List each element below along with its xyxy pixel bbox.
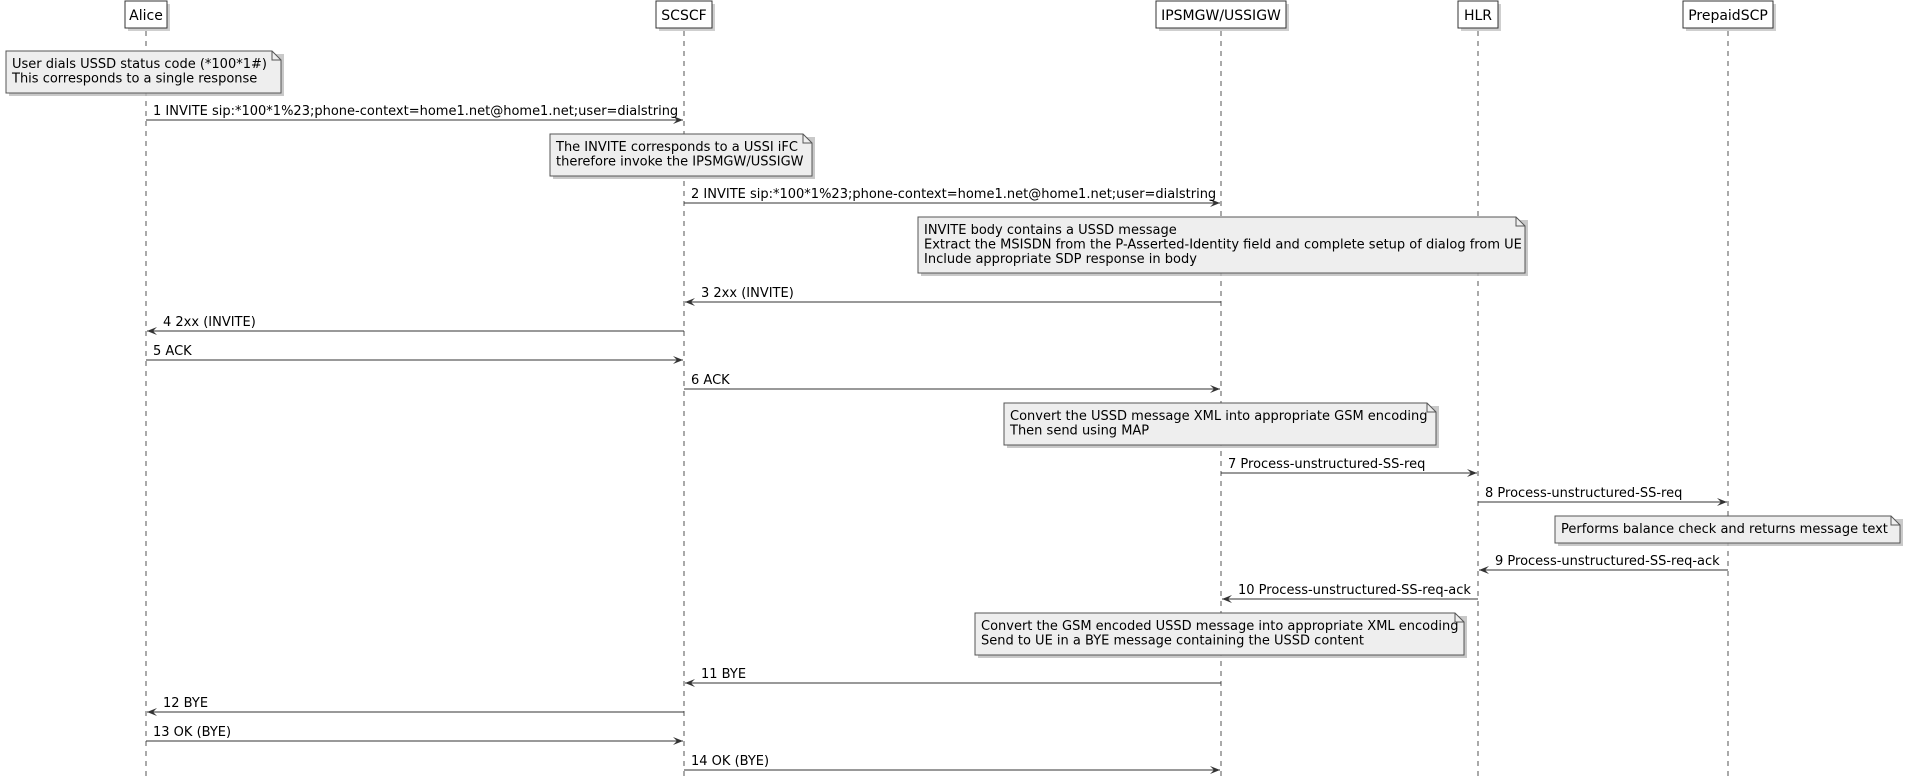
note-fold [271,51,281,61]
message: 1 INVITE sip:*100*1%23;phone-context=hom… [146,104,683,124]
arrowhead [673,737,683,745]
message: 7 Process-unstructured-SS-req [1221,457,1477,477]
note-line: Then send using MAP [1009,424,1149,439]
arrowhead [673,116,683,124]
message: 4 2xx (INVITE) [147,315,684,335]
participant-box [124,0,168,29]
message-label: 13 OK (BYE) [153,725,231,740]
participant-label: SCSCF [661,8,706,24]
message-label: 3 2xx (INVITE) [701,286,794,301]
message: 13 OK (BYE) [146,725,683,745]
note: The INVITE corresponds to a USSI iFCther… [549,133,815,179]
note-line: Performs balance check and returns messa… [1561,522,1888,537]
message: 14 OK (BYE) [684,754,1220,774]
arrowhead [1479,566,1489,574]
note-fold [1426,403,1436,413]
participant-label: IPSMGW/USSIGW [1161,8,1281,24]
arrowhead [685,298,695,306]
note-line: INVITE body contains a USSD message [924,223,1177,238]
note-body [1554,515,1901,544]
message: 8 Process-unstructured-SS-req [1478,486,1727,506]
note-line: User dials USSD status code (*100*1#) [12,57,267,72]
participant-label: PrepaidSCP [1688,8,1768,24]
arrowhead [1467,469,1477,477]
note: User dials USSD status code (*100*1#)Thi… [5,50,284,96]
note: Convert the GSM encoded USSD message int… [974,612,1467,658]
note-line: Extract the MSISDN from the P-Asserted-I… [924,238,1522,253]
message: 12 BYE [147,696,684,716]
participant-label: Alice [129,8,163,24]
message-label: 4 2xx (INVITE) [163,315,256,330]
note-line: Convert the GSM encoded USSD message int… [981,619,1458,634]
arrowhead [1717,498,1727,506]
participant-hlr: HLR [1457,0,1501,31]
note-fold [1890,516,1900,526]
message-label: 5 ACK [153,344,192,359]
note: Convert the USSD message XML into approp… [1003,402,1439,448]
message: 3 2xx (INVITE) [685,286,1221,306]
message-label: 8 Process-unstructured-SS-req [1485,486,1682,501]
message-label: 12 BYE [163,696,208,711]
note-body [1003,402,1437,446]
note-body [5,50,282,94]
message-label: 10 Process-unstructured-SS-req-ack [1238,583,1471,598]
note-line: Convert the USSD message XML into approp… [1010,409,1428,424]
participant-prepaid: PrepaidSCP [1682,0,1776,31]
message-label: 6 ACK [691,373,730,388]
note: INVITE body contains a USSD messageExtra… [917,216,1528,276]
note: Performs balance check and returns messa… [1554,515,1903,546]
note-line: therefore invoke the IPSMGW/USSIGW [556,155,804,170]
note-line: This corresponds to a single response [11,72,257,87]
arrowhead [147,327,157,335]
participant-scscf: SCSCF [655,0,715,31]
participant-label: HLR [1464,8,1492,24]
message-label: 9 Process-unstructured-SS-req-ack [1495,554,1720,569]
message: 10 Process-unstructured-SS-req-ack [1222,583,1478,603]
participant-alice: Alice [124,0,170,31]
arrowhead [1210,385,1220,393]
arrowhead [673,356,683,364]
message: 6 ACK [684,373,1220,393]
participant-box [655,0,713,29]
note-fold [802,134,812,144]
note-line: Include appropriate SDP response in body [924,252,1197,267]
message: 9 Process-unstructured-SS-req-ack [1479,554,1728,574]
arrowhead [147,708,157,716]
message-label: 7 Process-unstructured-SS-req [1228,457,1425,472]
participant-ipsmgw: IPSMGW/USSIGW [1155,0,1289,31]
message-label: 2 INVITE sip:*100*1%23;phone-context=hom… [691,187,1216,202]
message: 2 INVITE sip:*100*1%23;phone-context=hom… [684,187,1220,207]
arrowhead [1222,595,1232,603]
note-body [549,133,813,177]
message-label: 14 OK (BYE) [691,754,769,769]
note-body [974,612,1465,656]
participant-box [1155,0,1287,29]
arrowhead [685,679,695,687]
note-line: The INVITE corresponds to a USSI iFC [555,140,798,155]
note-fold [1454,613,1464,623]
arrowhead [1210,766,1220,774]
note-line: Send to UE in a BYE message containing t… [981,634,1364,649]
message: 11 BYE [685,667,1221,687]
participant-box [1457,0,1499,29]
participant-box [1682,0,1774,29]
message-label: 1 INVITE sip:*100*1%23;phone-context=hom… [153,104,678,119]
message: 5 ACK [146,344,683,364]
note-body [917,216,1526,274]
message-label: 11 BYE [701,667,746,682]
arrowhead [1210,199,1220,207]
note-fold [1515,217,1525,227]
